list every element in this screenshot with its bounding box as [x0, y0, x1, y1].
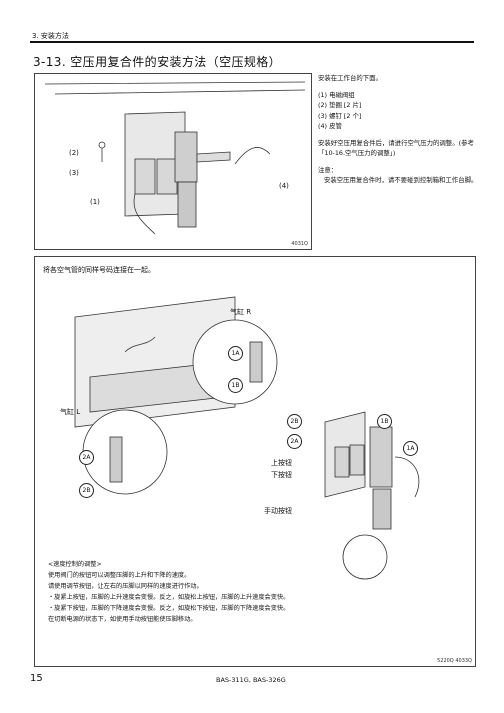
callout-2: (2)	[69, 149, 79, 157]
section-header: 3. 安装方法	[32, 32, 69, 40]
page-number: 15	[30, 673, 43, 684]
parts-item: (4) 皮管	[318, 122, 342, 130]
code-2a-valve: 2A	[287, 434, 302, 449]
manual-button-label: 手动按钮	[264, 507, 292, 515]
callout-1: (1)	[90, 198, 100, 206]
parts-list: (1) 电磁阀组 (2) 垫圈 [2 片] (3) 螺钉 [2 个] (4) 皮…	[318, 90, 478, 132]
code-2b-valve: 2B	[287, 414, 302, 429]
code-1b-r: 1B	[228, 378, 243, 393]
model-name: BAS-311G, BAS-326G	[216, 676, 286, 684]
note-body: 安装空压用复合件时，请不要碰到控制箱和工作台脚。	[324, 176, 478, 184]
figure-2-id: 5220Q 4033Q	[437, 658, 472, 664]
lower-knob-label: 下按钮	[271, 471, 292, 479]
figure-2: 将各空气管的同样号码连接在一起。 气缸 R 气缸 L 1A 1B 2A 2B 2…	[34, 256, 476, 667]
connection-heading: 将各空气管的同样号码连接在一起。	[43, 266, 155, 274]
callout-3: (3)	[69, 169, 79, 177]
figure-1-drawing	[44, 81, 306, 235]
speed-line: ・旋紧下按钮，压脚的下降速度会变慢。反之，如旋松下按钮，压脚的下降速度会变快。	[48, 605, 290, 612]
code-1a-valve: 1A	[403, 441, 418, 456]
speed-line: 使用阀门的按钮可以调整压脚的上升和下降的速度。	[48, 572, 191, 579]
note-title: 注意：	[318, 165, 338, 174]
parts-item: (2) 垫圈 [2 片]	[318, 101, 362, 109]
cylinder-l-label: 气缸 L	[60, 408, 81, 416]
figure-1-id: 4031Q	[291, 241, 308, 247]
speed-adjust-section: <速度控制的调整> 使用阀门的按钮可以调整压脚的上升和下降的速度。 请使用调节按…	[48, 559, 468, 625]
code-2b-l: 2B	[79, 483, 94, 498]
speed-line: ・旋紧上按钮，压脚的上升速度会变慢。反之，如旋松上按钮，压脚的上升速度会变快。	[48, 594, 290, 601]
upper-knob-label: 上按钮	[271, 459, 292, 467]
parts-item: (3) 螺钉 [2 个]	[318, 111, 362, 120]
intro-text: 安装在工作台的下面。	[318, 74, 382, 82]
install-instructions: 安装在工作台的下面。 (1) 电磁阀组 (2) 垫圈 [2 片] (3) 螺钉 …	[318, 73, 478, 192]
code-1b-valve: 1B	[377, 414, 392, 429]
speed-line: 请使用调节按钮，让左右的压脚以同样的速度进行作动。	[48, 583, 203, 590]
parts-item: (1) 电磁阀组	[318, 90, 355, 99]
header-rule	[30, 41, 474, 43]
speed-title: <速度控制的调整>	[48, 561, 102, 568]
code-1a-r: 1A	[228, 346, 243, 361]
code-2a-l: 2A	[79, 450, 94, 465]
adjust-text: 安装好空压用复合件后，请进行空气压力的调整。(参考「10-16.空气压力的调整」…	[318, 138, 474, 158]
figure-1: (2) (3) (1) (4) 4031Q	[34, 73, 312, 250]
cylinder-r-label: 气缸 R	[230, 308, 252, 316]
speed-line: 在切断电源的状态下，如使用手动按钮能使压脚移动。	[48, 616, 197, 623]
callout-4: (4)	[279, 182, 289, 190]
page-title: 3-13. 空压用复合件的安装方法（空压规格）	[33, 55, 282, 69]
figure-2-drawing	[74, 296, 420, 580]
